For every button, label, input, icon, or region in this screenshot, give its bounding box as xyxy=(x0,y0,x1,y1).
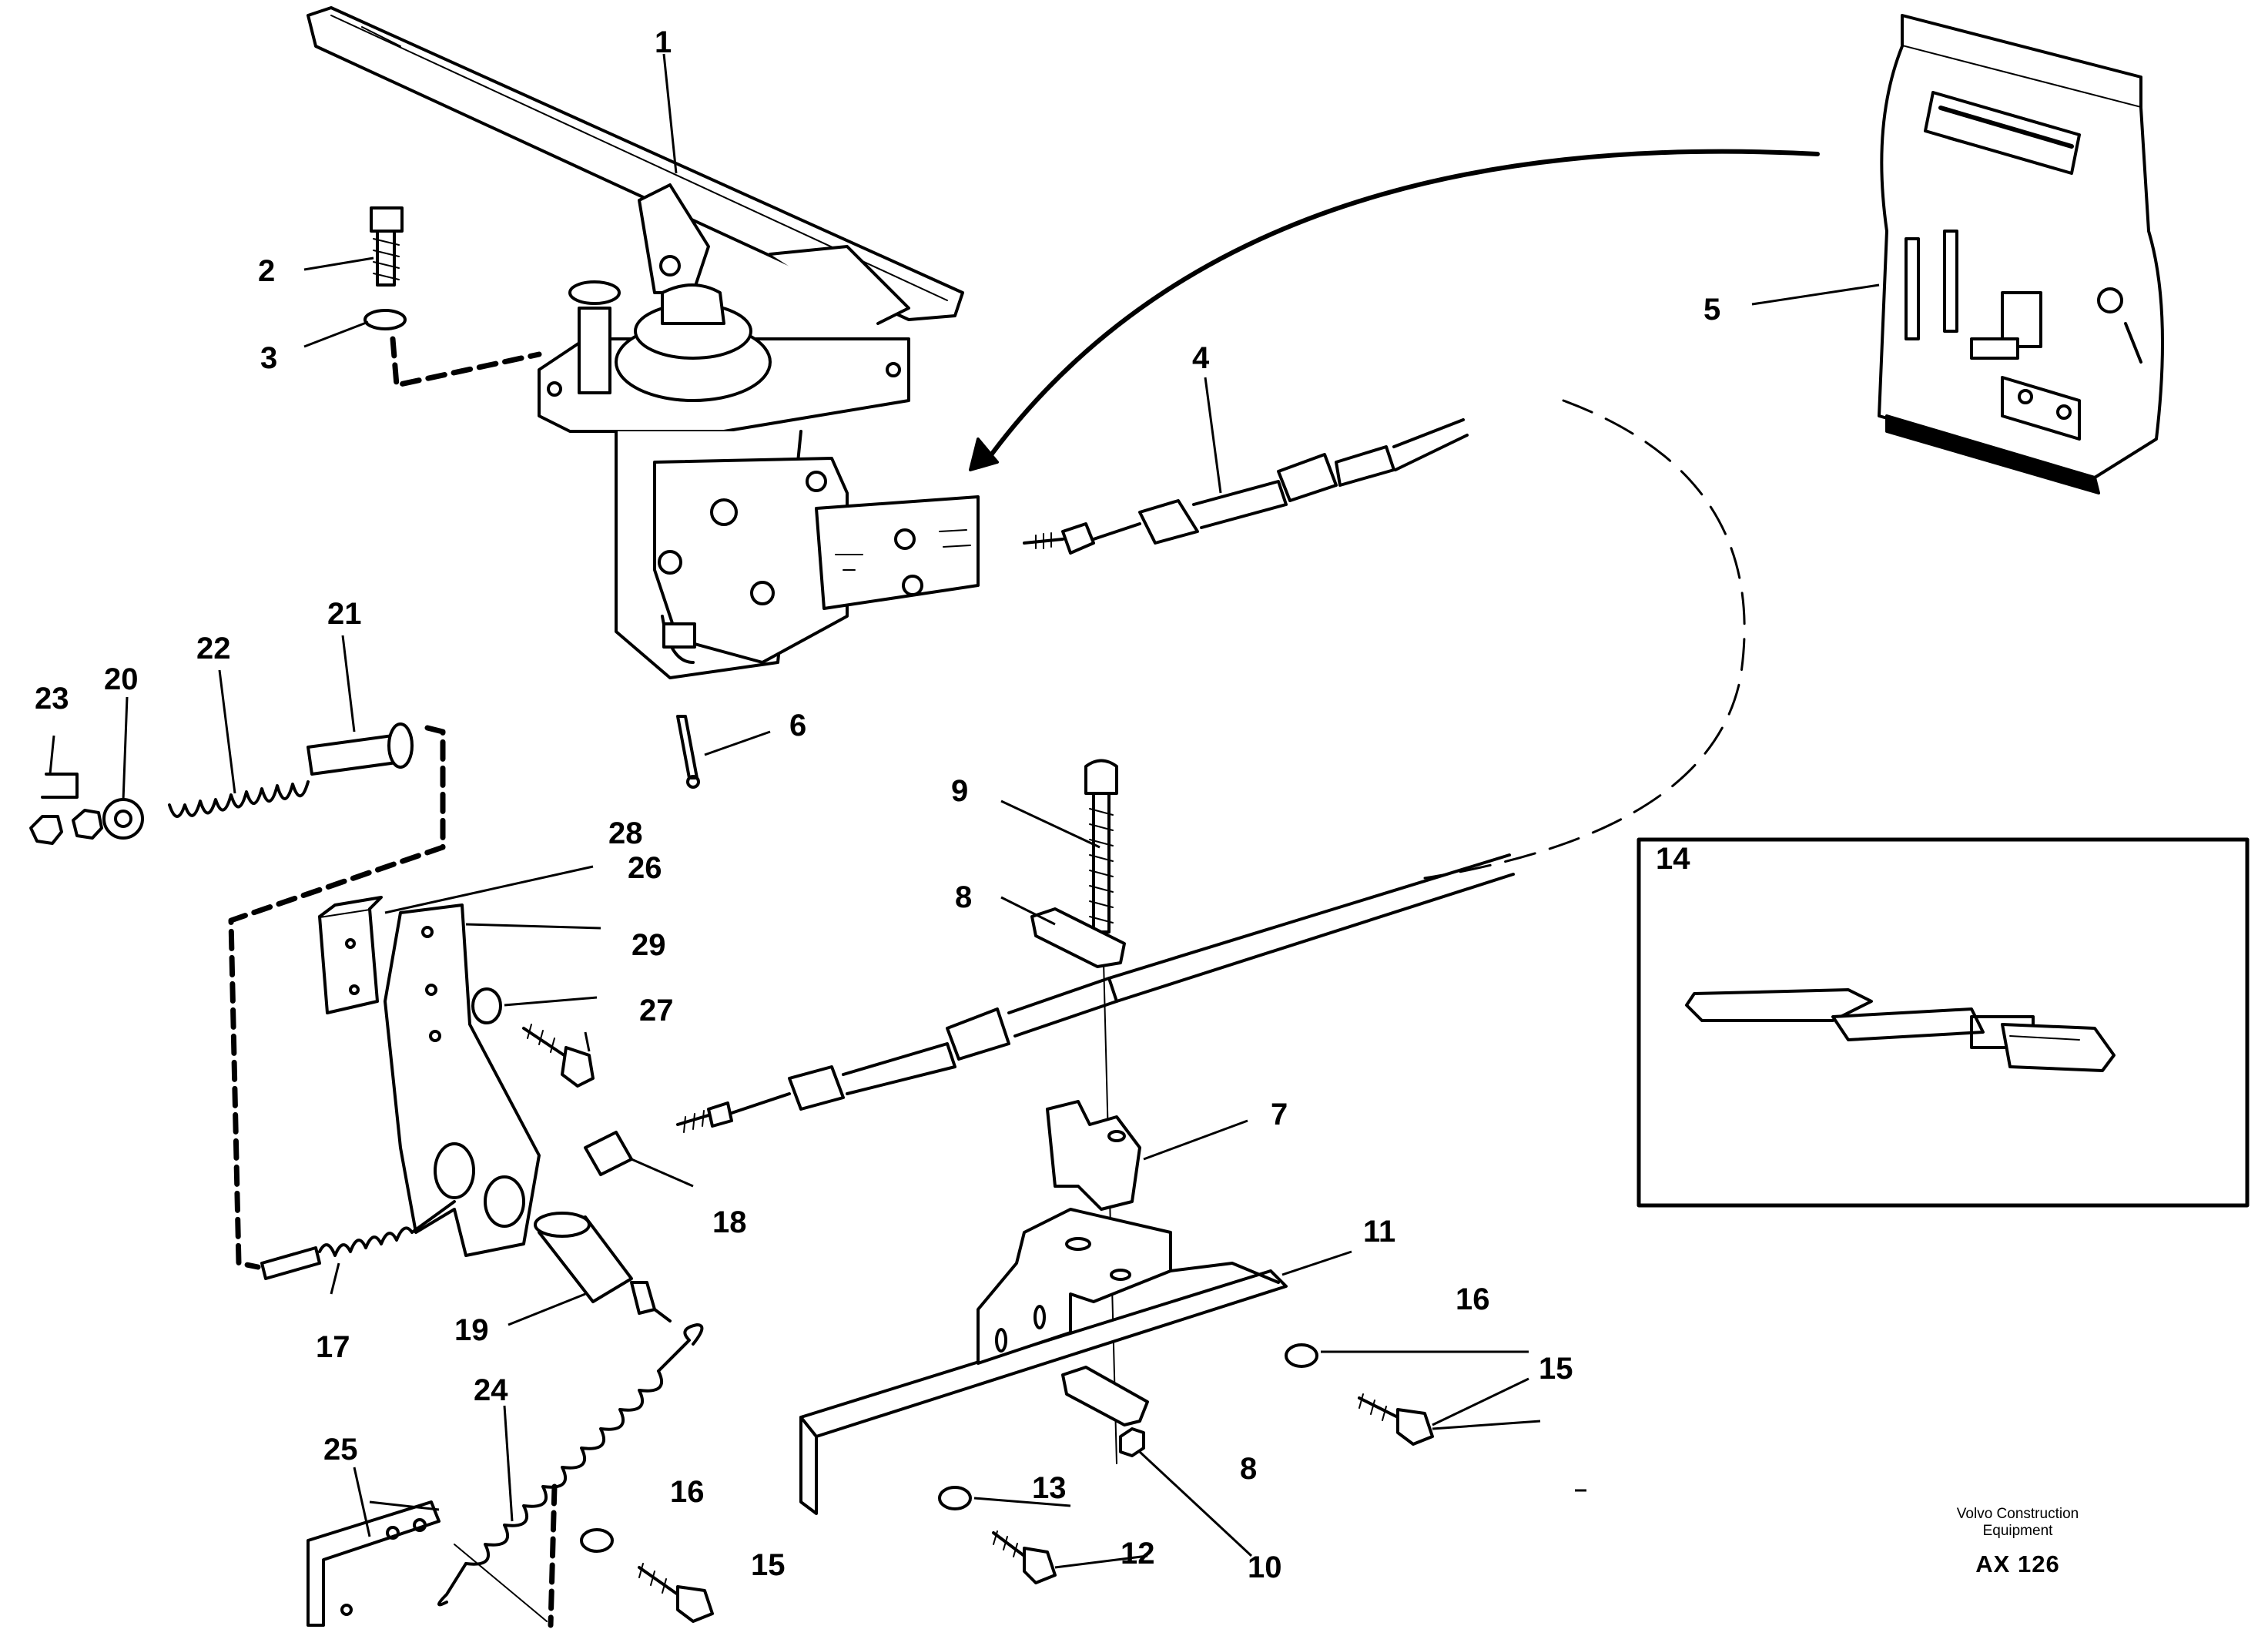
callout-1: 1 xyxy=(655,25,672,59)
callout-12: 12 xyxy=(1121,1537,1155,1571)
bolt-part-27 xyxy=(522,1024,595,1088)
callout-8-lower: 8 xyxy=(1240,1452,1257,1486)
callout-labels: 1 2 3 4 5 6 7 8 8 9 10 11 12 13 14 15 15… xyxy=(35,25,1720,1584)
bolt-part-2 xyxy=(370,206,404,287)
drawing-code: AX 126 xyxy=(1975,1550,2060,1577)
curved-arrow-head xyxy=(969,437,999,471)
callout-18: 18 xyxy=(712,1205,747,1239)
kit-bag-part-5 xyxy=(1878,14,2164,494)
washer-part-16-right xyxy=(1285,1343,1318,1368)
cable-routing-dashed xyxy=(1423,399,1746,880)
nut-part-10 xyxy=(1119,1427,1145,1457)
bolt-part-15-right xyxy=(1358,1393,1434,1446)
footer-line-1: Volvo Construction xyxy=(1956,1506,2079,1522)
bracket-part-25 xyxy=(307,1500,441,1627)
footer-line-2: Equipment xyxy=(1982,1523,2053,1539)
bracket-part-26 xyxy=(318,896,541,1257)
control-cable-upper xyxy=(1023,418,1469,555)
callout-14: 14 xyxy=(1656,842,1690,876)
manufacturer-footer: Volvo Construction Equipment AX 126 xyxy=(1871,1506,2164,1578)
callout-16-right: 16 xyxy=(1456,1282,1490,1316)
dashed-link-24 xyxy=(548,1483,558,1628)
detail-box-part-14 xyxy=(1637,837,2250,1208)
callout-29: 29 xyxy=(631,928,666,962)
callout-21: 21 xyxy=(327,597,362,631)
dashed-link-17-21 xyxy=(228,725,446,1270)
callout-6: 6 xyxy=(789,709,806,743)
callout-9: 9 xyxy=(951,774,968,808)
callout-15-left: 15 xyxy=(751,1548,786,1582)
bolt-part-9 xyxy=(1084,759,1118,934)
clamp-part-8-lower xyxy=(1061,1366,1149,1426)
cotter-pin-part-6 xyxy=(676,715,700,789)
callout-15-right: 15 xyxy=(1539,1352,1573,1386)
curved-arrow xyxy=(983,149,1820,464)
sleeve-part-18 xyxy=(584,1131,633,1176)
callout-10: 10 xyxy=(1248,1550,1282,1584)
callout-22: 22 xyxy=(196,632,231,665)
callout-27: 27 xyxy=(639,994,674,1027)
callout-7: 7 xyxy=(1271,1098,1288,1131)
bolt-part-15-left xyxy=(638,1563,714,1623)
bracket-part-11 xyxy=(799,1208,1288,1515)
callout-25: 25 xyxy=(323,1433,358,1467)
callout-13: 13 xyxy=(1032,1471,1067,1505)
washer-part-16-left xyxy=(580,1528,614,1553)
spring-assembly xyxy=(29,722,414,845)
callout-24: 24 xyxy=(474,1373,508,1407)
callout-26: 26 xyxy=(628,851,662,885)
bolt-part-12 xyxy=(992,1530,1057,1584)
dashed-link-2-3 xyxy=(390,336,542,388)
callout-8-upper: 8 xyxy=(955,880,972,914)
callout-4: 4 xyxy=(1192,341,1210,375)
callout-11: 11 xyxy=(1363,1215,1395,1249)
spring-part-24 xyxy=(437,1323,704,1607)
callout-17: 17 xyxy=(316,1330,350,1364)
callout-20: 20 xyxy=(104,662,139,696)
callout-16-left: 16 xyxy=(670,1475,705,1509)
callout-19: 19 xyxy=(454,1313,489,1347)
accelerator-pedal-assembly xyxy=(307,6,980,679)
cable-clamp-part-7 xyxy=(1046,1100,1141,1211)
callout-2: 2 xyxy=(258,254,275,288)
callout-28: 28 xyxy=(608,816,643,850)
control-cable-lower xyxy=(676,853,1515,1133)
callout-3: 3 xyxy=(260,341,277,375)
washer-part-3 xyxy=(363,309,407,330)
washer-part-29 xyxy=(471,987,502,1024)
pin-part-19 xyxy=(534,1212,672,1322)
callout-5: 5 xyxy=(1704,293,1720,327)
callout-23: 23 xyxy=(35,682,69,716)
washer-part-13 xyxy=(938,1486,972,1510)
leader-lines xyxy=(49,53,1880,1569)
spring-part-17 xyxy=(260,1200,456,1280)
